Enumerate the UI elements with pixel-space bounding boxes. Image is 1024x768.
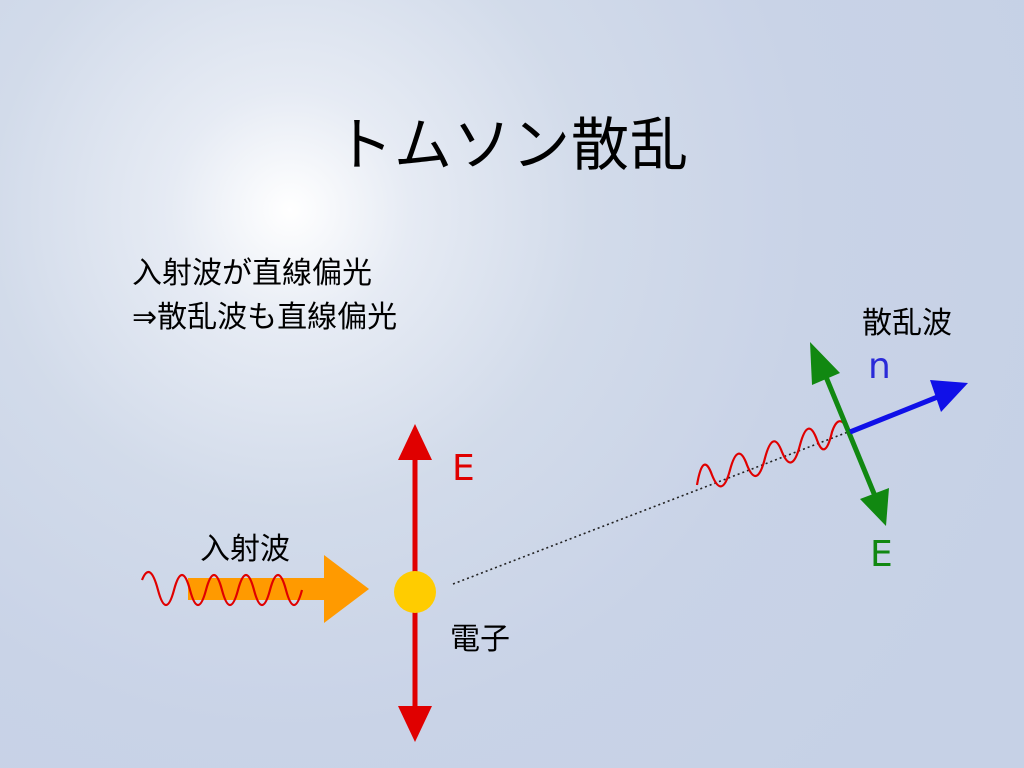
direction-n-label: n — [868, 346, 891, 387]
electron-dot — [394, 571, 436, 613]
description-line-1: 入射波が直線偏光 — [132, 256, 372, 291]
scattered-wave-curve — [695, 420, 847, 488]
e-field-incident-label: E — [452, 448, 475, 489]
description-line-2: ⇒散乱波も直線偏光 — [132, 300, 398, 335]
scattering-line — [452, 431, 849, 585]
incident-wave-curve — [140, 570, 304, 607]
electron-label: 電子 — [450, 622, 510, 657]
e-field-arrow-scattered — [810, 342, 889, 526]
scattered-wave-label: 散乱波 — [862, 306, 952, 341]
e-field-scattered-label: E — [870, 534, 893, 575]
direction-n-arrow — [849, 380, 968, 435]
slide-title: トムソン散乱 — [334, 111, 689, 179]
description: 入射波が直線偏光 ⇒散乱波も直線偏光 — [132, 252, 397, 340]
incident-wave-label: 入射波 — [200, 532, 290, 567]
